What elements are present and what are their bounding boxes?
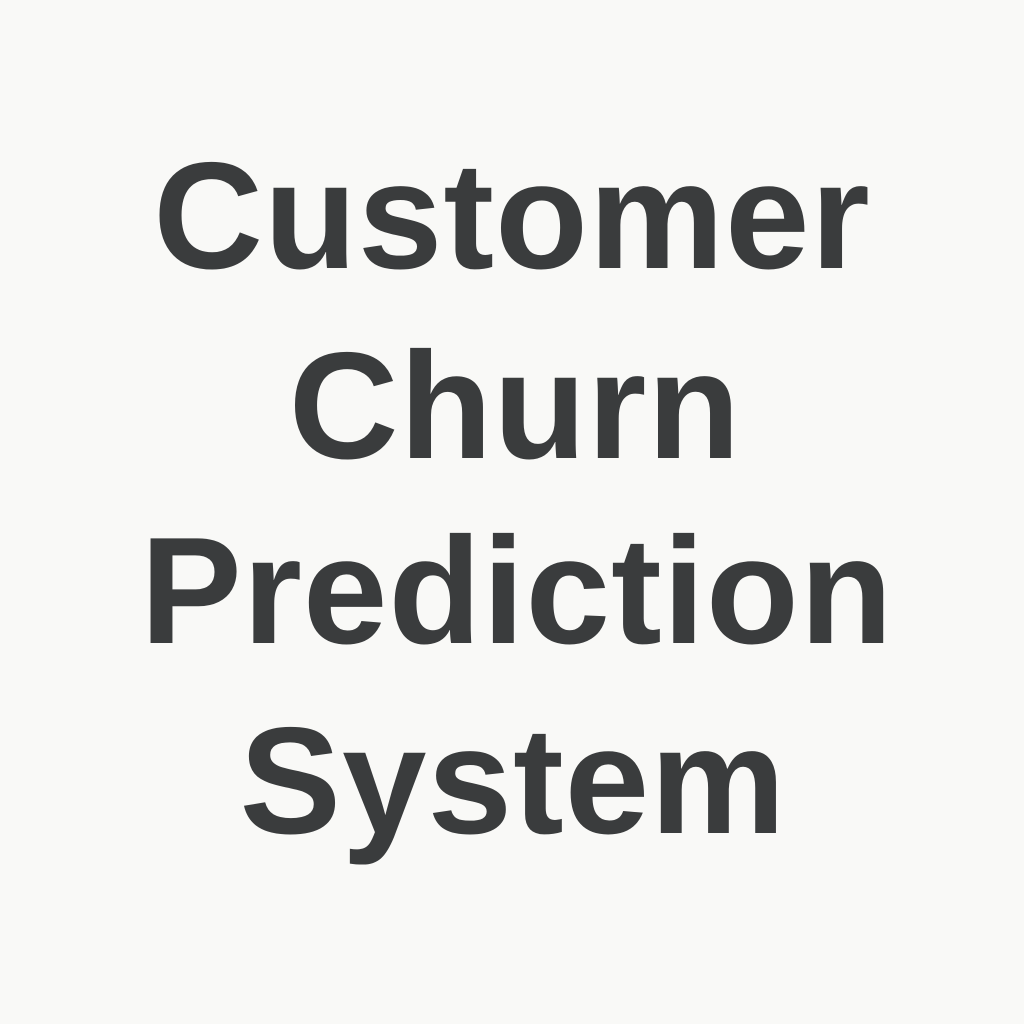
title-line-system: System bbox=[239, 696, 787, 866]
title-line-customer: Customer bbox=[153, 131, 871, 301]
title-line-churn: Churn bbox=[288, 321, 742, 491]
title-line-prediction: Prediction bbox=[140, 506, 894, 676]
